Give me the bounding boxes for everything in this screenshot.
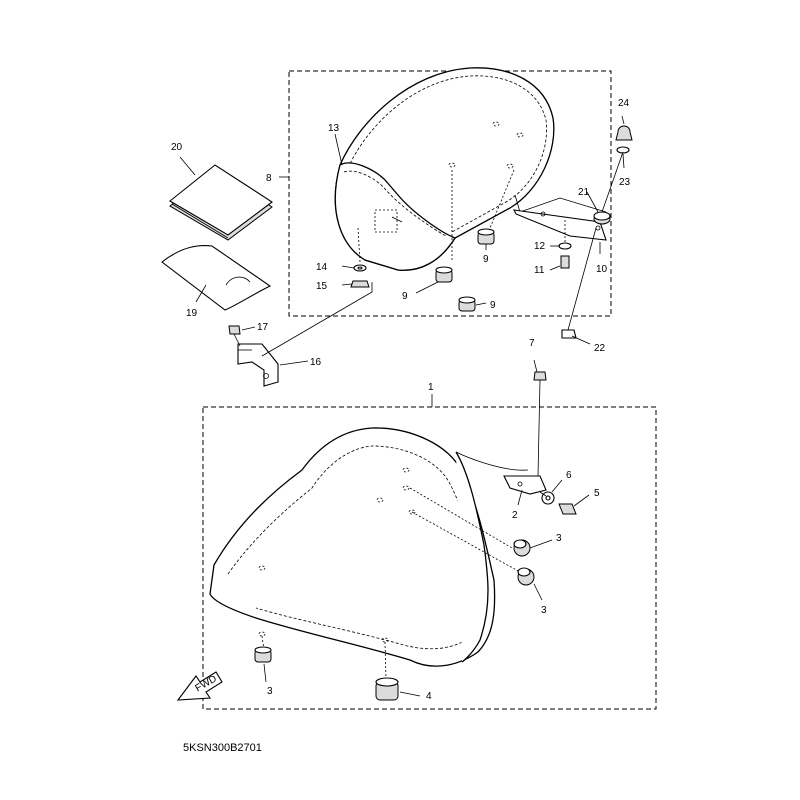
callout-2: 2 xyxy=(512,510,518,521)
callout-22: 22 xyxy=(594,343,606,354)
callout-16: 16 xyxy=(310,357,322,368)
callout-13: 13 xyxy=(328,123,340,134)
leader-lines xyxy=(179,115,625,697)
callout-3: 3 xyxy=(541,605,547,616)
rear-seat-drawing xyxy=(334,67,607,271)
seat-bracket xyxy=(228,282,373,387)
callout-19: 19 xyxy=(186,308,198,319)
callout-11: 11 xyxy=(534,265,545,276)
callout-17: 17 xyxy=(257,322,269,333)
callout-3: 3 xyxy=(267,686,273,697)
owners-manual-and-case xyxy=(161,164,273,311)
rear-seat-hardware xyxy=(350,125,633,339)
callout-9: 9 xyxy=(402,291,408,302)
front-seat-hardware xyxy=(254,371,577,701)
callout-3: 3 xyxy=(556,533,562,544)
callout-7: 7 xyxy=(529,338,535,349)
callout-12: 12 xyxy=(534,241,546,252)
callout-23: 23 xyxy=(619,177,631,188)
callout-4: 4 xyxy=(426,691,432,702)
callout-20: 20 xyxy=(171,142,183,153)
callout-6: 6 xyxy=(566,470,572,481)
callout-21: 21 xyxy=(578,187,590,198)
callout-24: 24 xyxy=(618,98,630,109)
callout-1: 1 xyxy=(428,382,434,393)
fwd-arrow-icon: FWD xyxy=(176,671,223,701)
callout-15: 15 xyxy=(316,281,328,292)
callout-9: 9 xyxy=(483,254,489,265)
callout-10: 10 xyxy=(596,264,608,275)
diagram-code: 5KSN300B2701 xyxy=(183,742,262,754)
front-seat-group-box xyxy=(202,406,657,710)
front-seat-drawing xyxy=(209,427,529,667)
callout-labels: 1 2 3 3 3 4 5 6 7 8 9 9 9 10 11 12 13 14… xyxy=(171,98,631,702)
callout-14: 14 xyxy=(316,262,328,273)
callout-9: 9 xyxy=(490,300,496,311)
callout-5: 5 xyxy=(594,488,600,499)
callout-8: 8 xyxy=(266,173,272,184)
